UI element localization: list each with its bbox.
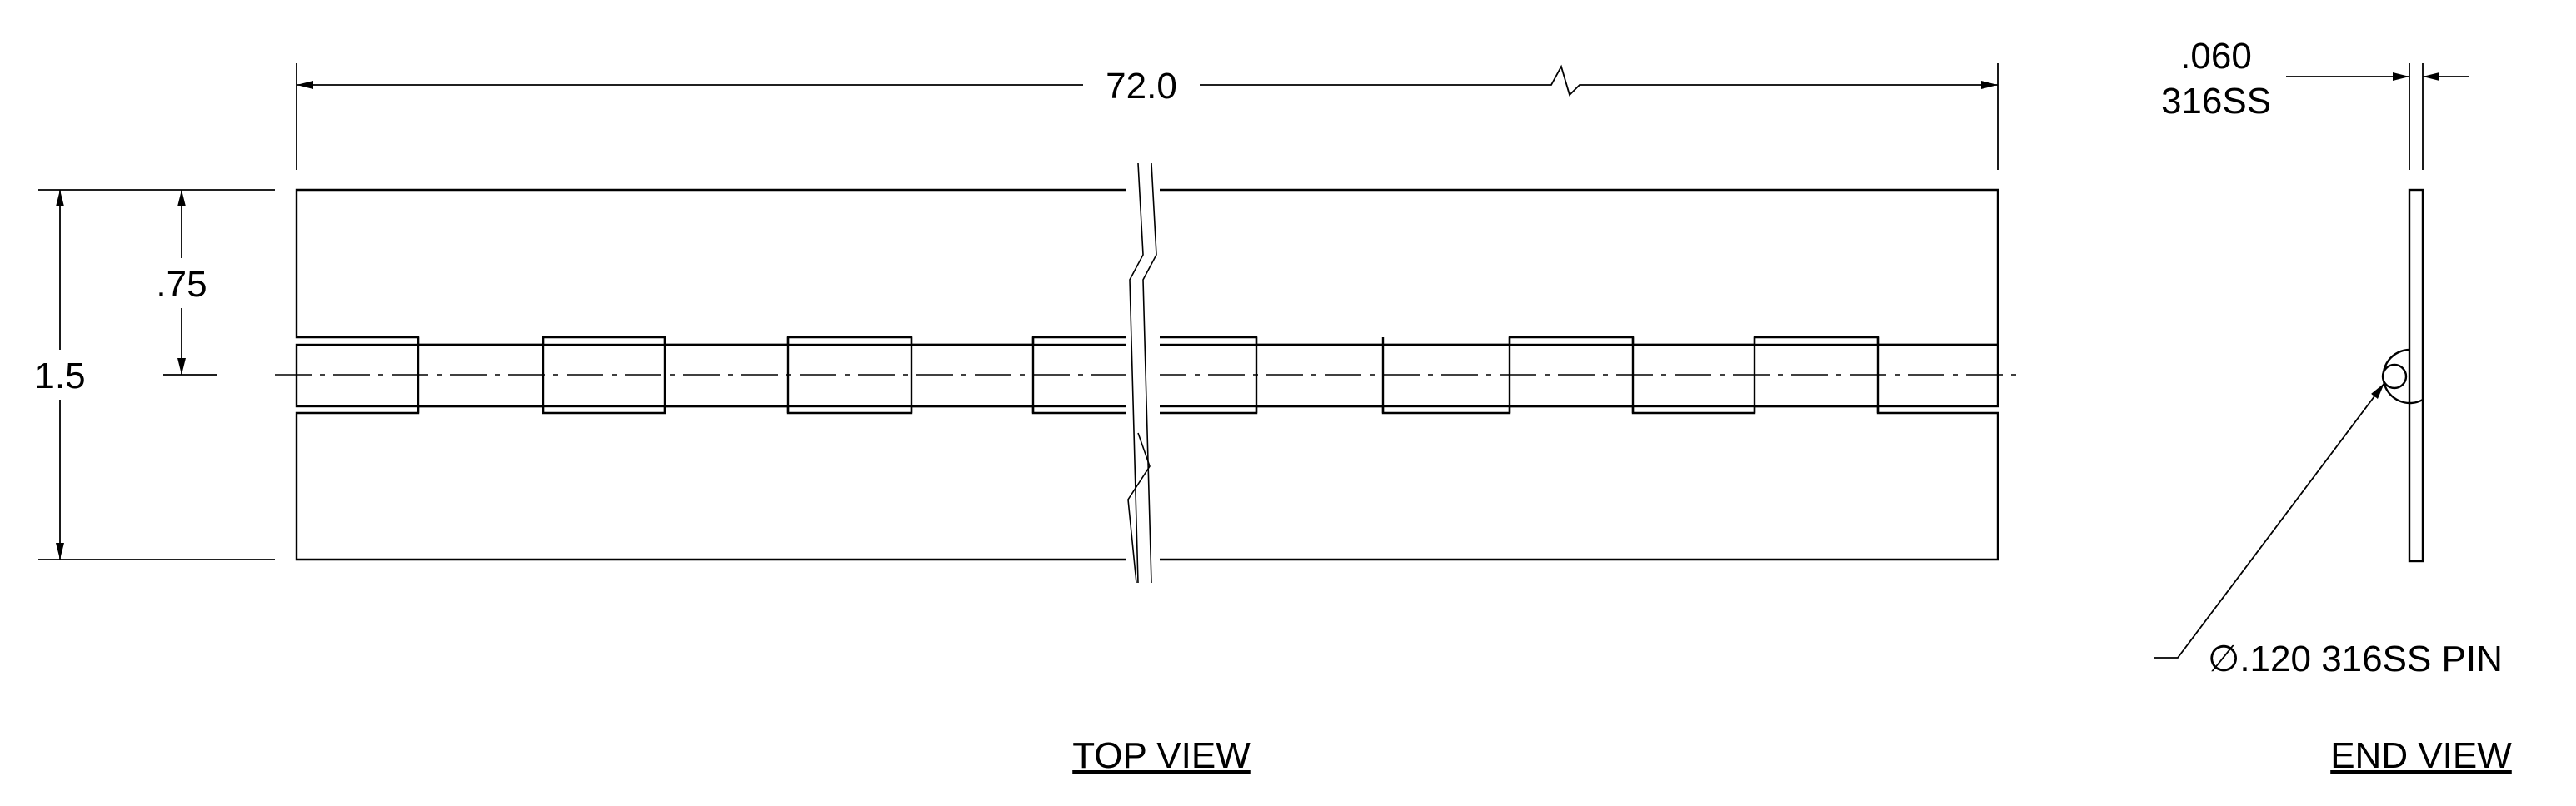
thickness-material-text: 316SS: [2161, 81, 2271, 122]
end-view-knuckle: [2382, 348, 2424, 405]
half-width-dimension-text: .75: [156, 264, 207, 305]
length-dimension-text: 72.0: [1106, 66, 1177, 107]
pin-callout: ∅.120 316SS PIN: [2154, 382, 2503, 679]
break-lines: [1126, 162, 1160, 588]
end-view: [2381, 188, 2424, 563]
pin-callout-text: ∅.120 316SS PIN: [2208, 639, 2503, 679]
end-view-label: END VIEW: [2330, 735, 2512, 776]
top-view: [275, 162, 2019, 588]
width-dimension-text: 1.5: [34, 356, 85, 396]
width-dimension: 1.5: [34, 189, 275, 560]
length-dimension: 72.0: [296, 63, 1999, 170]
thickness-value-text: .060: [2180, 36, 2252, 77]
half-width-dimension: .75: [156, 190, 217, 376]
end-view-leaf: [2408, 188, 2424, 563]
thickness-dimension: .060 316SS: [2161, 36, 2469, 170]
top-view-label: TOP VIEW: [1072, 735, 1251, 776]
end-view-pin: [2381, 363, 2408, 390]
